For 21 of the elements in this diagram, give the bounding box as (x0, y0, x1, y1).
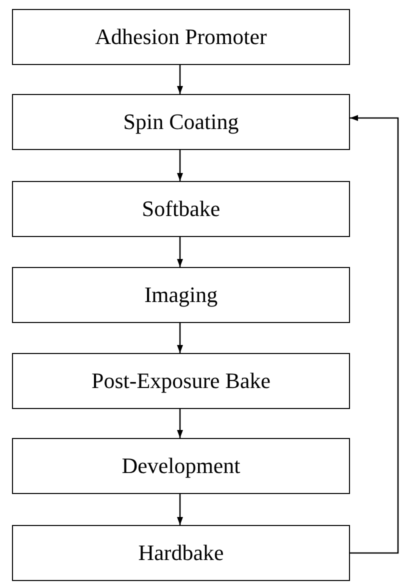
arrow (350, 115, 399, 554)
process-box (12, 181, 350, 237)
arrow (177, 237, 183, 267)
step-label: Spin Coating (123, 109, 239, 135)
step-label: Imaging (144, 282, 218, 308)
process-box (12, 267, 350, 323)
process-box (12, 525, 350, 581)
arrow (177, 150, 183, 181)
process-box (12, 438, 350, 494)
arrow (177, 65, 183, 94)
process-box (12, 353, 350, 409)
arrow (177, 409, 183, 438)
step-label: Hardbake (138, 540, 224, 566)
step-label: Post-Exposure Bake (91, 368, 271, 394)
step-label: Softbake (142, 196, 220, 222)
arrow (177, 494, 183, 525)
process-box (12, 9, 350, 65)
process-box (12, 94, 350, 150)
arrow (177, 323, 183, 353)
step-label: Adhesion Promoter (95, 24, 267, 50)
step-label: Development (122, 453, 240, 479)
